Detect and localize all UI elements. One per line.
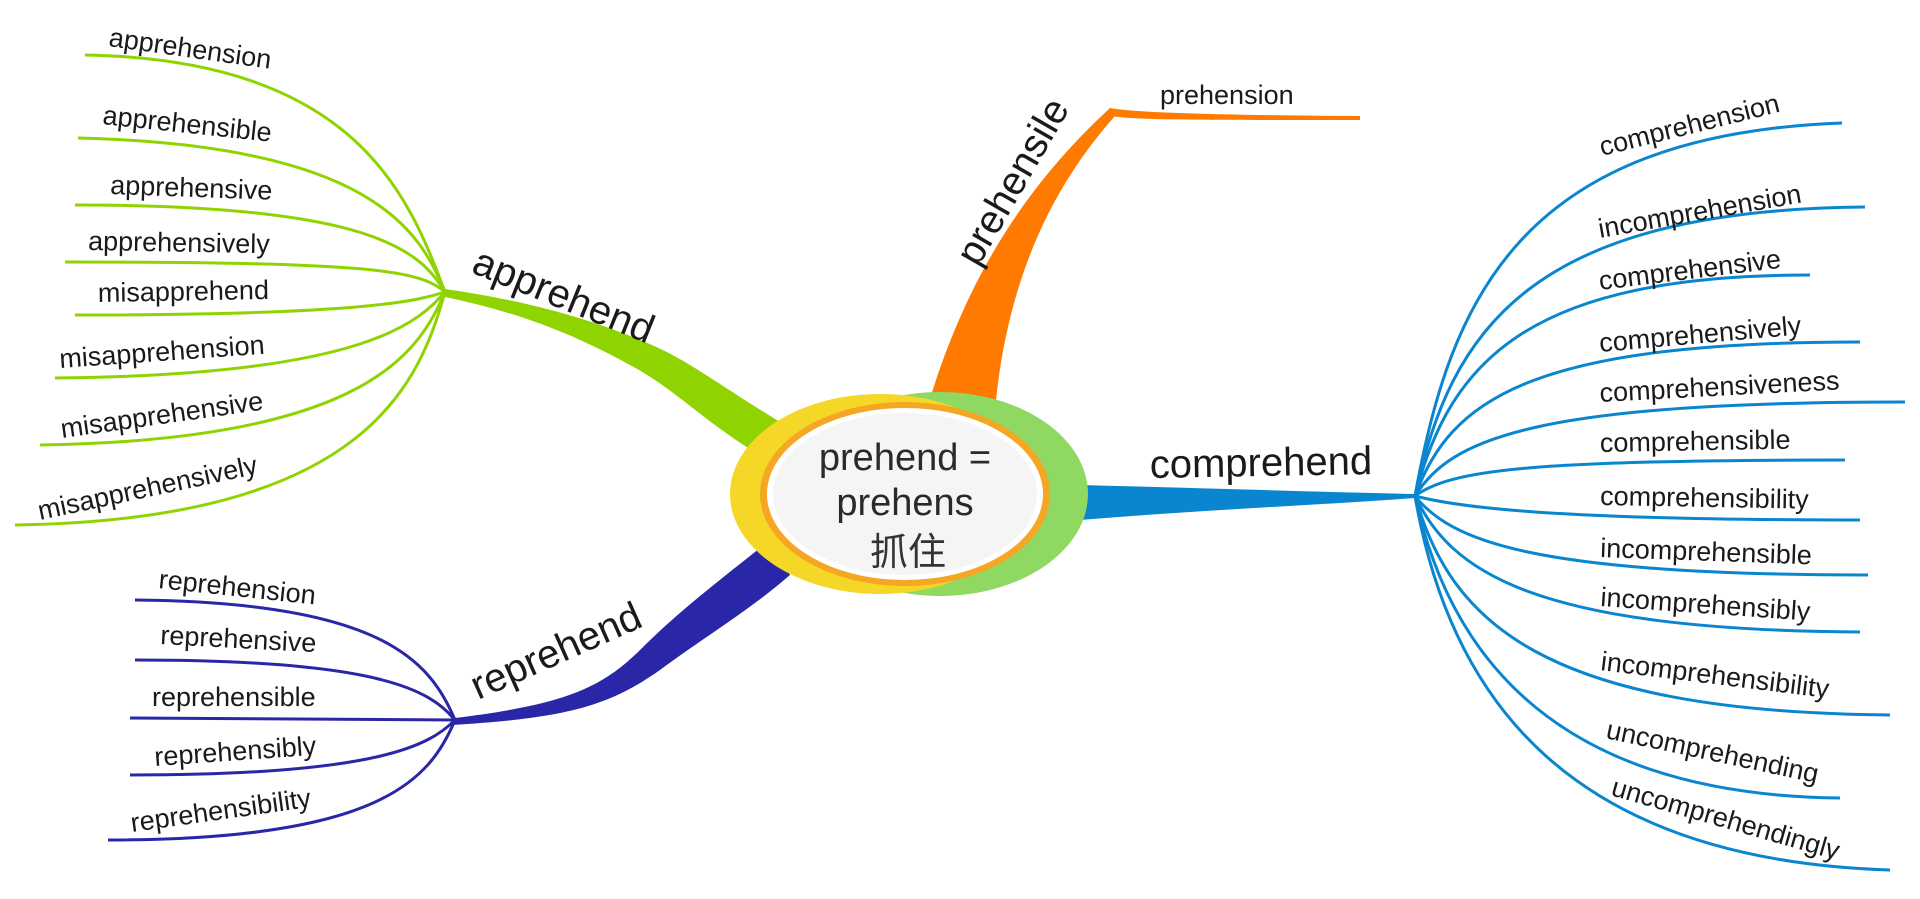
branch-prehensile: prehensile prehension [928, 80, 1360, 410]
leaf-line-misapprehensive [39, 291, 447, 447]
leaf-line-uncomprehendingly [1413, 495, 1891, 872]
leaf-line-comprehensiveness [1413, 400, 1906, 497]
leaf-incomprehensible: incomprehensible [1600, 533, 1813, 570]
branch-apprehend: apprehend apprehension apprehensible app… [14, 22, 790, 527]
center-title-line2: prehens [836, 482, 973, 524]
leaf-comprehensible: comprehensible [1600, 425, 1791, 458]
leaf-line-prehension [1110, 108, 1360, 120]
leaf-line-apprehensible [77, 136, 447, 293]
leaf-line-reprehensible [129, 716, 456, 722]
leaf-line-apprehensive [74, 203, 447, 293]
leaf-incomprehensibility: incomprehensibility [1599, 646, 1831, 704]
main-branch-prehensile [928, 108, 1115, 410]
leaf-incomprehensibly: incomprehensibly [1600, 582, 1812, 627]
leaf-misapprehensive: misapprehensive [59, 386, 265, 444]
center-node: prehend = prehens 抓住 [730, 392, 1088, 596]
leaf-prehension: prehension [1160, 80, 1294, 110]
leaf-apprehension: apprehension [107, 22, 273, 74]
leaf-comprehensively: comprehensively [1598, 310, 1803, 358]
main-branch-reprehend [452, 540, 790, 725]
center-title-line1: prehend = [819, 437, 991, 479]
leaf-line-apprehension [84, 53, 447, 293]
leaf-line-comprehension [1413, 121, 1843, 497]
center-fill [773, 413, 1037, 575]
leaf-incomprehension: incomprehension [1596, 179, 1804, 244]
leaf-line-uncomprehending [1413, 495, 1841, 800]
branch-label-apprehend: apprehend [467, 240, 661, 352]
leaf-line-misapprehend [74, 290, 446, 317]
branch-comprehend: comprehend comprehension incomprehension… [1080, 88, 1906, 872]
leaf-misapprehend: misapprehend [98, 275, 270, 308]
leaf-line-incomprehensibility [1413, 495, 1891, 717]
leaf-line-reprehensibility [107, 719, 457, 842]
leaf-apprehensively: apprehensively [88, 226, 271, 259]
leaf-comprehensive: comprehensive [1597, 244, 1782, 296]
leaf-line-comprehensibility [1414, 494, 1861, 522]
leaf-reprehensive: reprehensive [160, 620, 317, 658]
leaf-reprehensibility: reprehensibility [129, 783, 313, 838]
leaf-reprehension: reprehension [157, 564, 317, 610]
main-branch-comprehend [1080, 485, 1415, 520]
branch-label-comprehend: comprehend [1149, 439, 1372, 487]
leaf-line-incomprehensible [1413, 495, 1869, 577]
leaf-line-misapprehensively [14, 291, 447, 527]
leaf-comprehensibility: comprehensibility [1600, 481, 1810, 515]
leaf-line-apprehensively [64, 260, 446, 294]
leaf-line-reprehensive [134, 658, 457, 721]
branch-reprehend: reprehend reprehension reprehensive repr… [107, 540, 790, 842]
leaf-line-reprehensibly [129, 718, 457, 777]
leaf-line-reprehension [134, 598, 457, 721]
leaf-reprehensible: reprehensible [152, 682, 316, 712]
leaf-reprehensibly: reprehensibly [153, 731, 317, 772]
center-title-line3: 抓住 [870, 530, 946, 574]
leaf-line-misapprehension [54, 291, 447, 380]
leaf-line-comprehensible [1414, 458, 1846, 498]
leaf-line-incomprehensibly [1413, 495, 1861, 634]
leaf-line-comprehensive [1413, 273, 1811, 497]
leaf-line-incomprehension [1413, 205, 1866, 497]
leaf-line-comprehensively [1413, 340, 1861, 497]
leaf-comprehension: comprehension [1596, 88, 1782, 162]
leaf-apprehensive: apprehensive [110, 170, 273, 206]
